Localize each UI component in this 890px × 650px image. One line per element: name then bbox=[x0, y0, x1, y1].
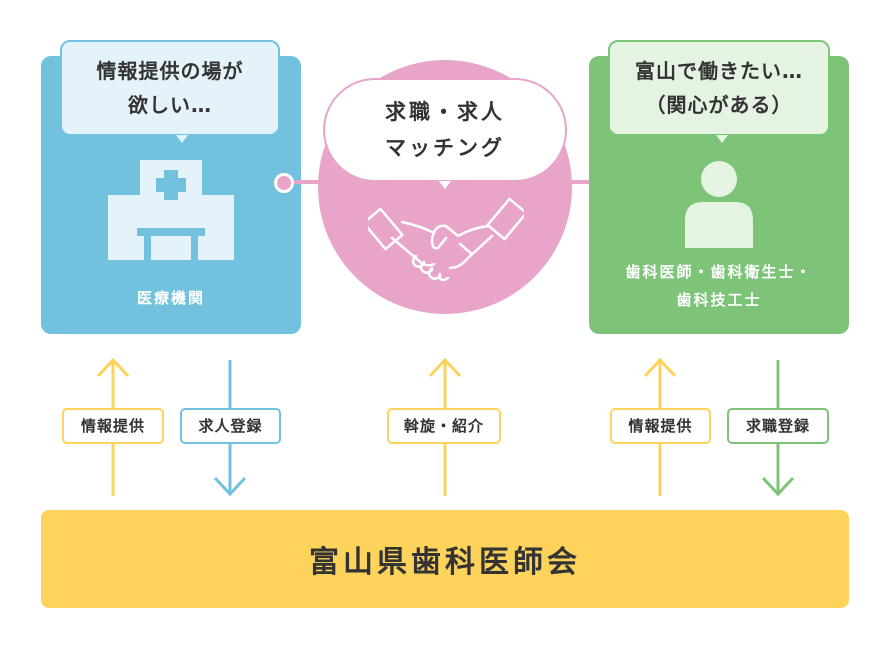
dental-professionals-line2: 歯科技工士 bbox=[676, 291, 762, 309]
dental-professionals-line1: 歯科医師・歯科衛生士・ bbox=[625, 263, 813, 281]
speech-bubble-tail bbox=[716, 135, 728, 143]
bubble-text-line1: 富山で働きたい… bbox=[635, 59, 803, 83]
dental-association-bar: 富山県歯科医師会 bbox=[41, 510, 849, 608]
info-provision-label-left: 情報提供 bbox=[62, 408, 164, 444]
person-icon bbox=[685, 161, 753, 248]
medical-institution-label: 医療機関 bbox=[136, 289, 205, 307]
speech-bubble-tail bbox=[439, 181, 451, 189]
left-connector-dot bbox=[274, 173, 294, 193]
bubble-text-line2: （関心がある） bbox=[645, 93, 793, 117]
job-posting-registration-label: 求人登録 bbox=[180, 408, 281, 444]
info-provision-label-right: 情報提供 bbox=[610, 408, 711, 444]
speech-bubble-tail bbox=[176, 135, 188, 143]
right-connector-line bbox=[566, 180, 606, 184]
dental-professionals-label: 歯科医師・歯科衛生士・ 歯科技工士 bbox=[589, 258, 849, 314]
left-connector-line bbox=[286, 180, 326, 184]
dental-association-name: 富山県歯科医師会 bbox=[309, 545, 581, 580]
job-seeker-registration-label: 求職登録 bbox=[727, 408, 829, 444]
matching-speech-bubble: 求職・求人 マッチング bbox=[323, 78, 567, 182]
bubble-text-line2: 欲しい… bbox=[128, 93, 212, 117]
bubble-text-line1: 情報提供の場が bbox=[96, 59, 244, 83]
job-seeker-speech-bubble: 富山で働きたい… （関心がある） bbox=[608, 40, 830, 136]
medical-institution-speech-bubble: 情報提供の場が 欲しい… bbox=[60, 40, 280, 136]
mediation-referral-label: 斡旋・紹介 bbox=[387, 408, 501, 444]
matching-text-line2: マッチング bbox=[385, 136, 505, 160]
matching-text-line1: 求職・求人 bbox=[385, 100, 505, 124]
hospital-icon bbox=[108, 160, 234, 260]
handshake-icon bbox=[368, 197, 524, 282]
